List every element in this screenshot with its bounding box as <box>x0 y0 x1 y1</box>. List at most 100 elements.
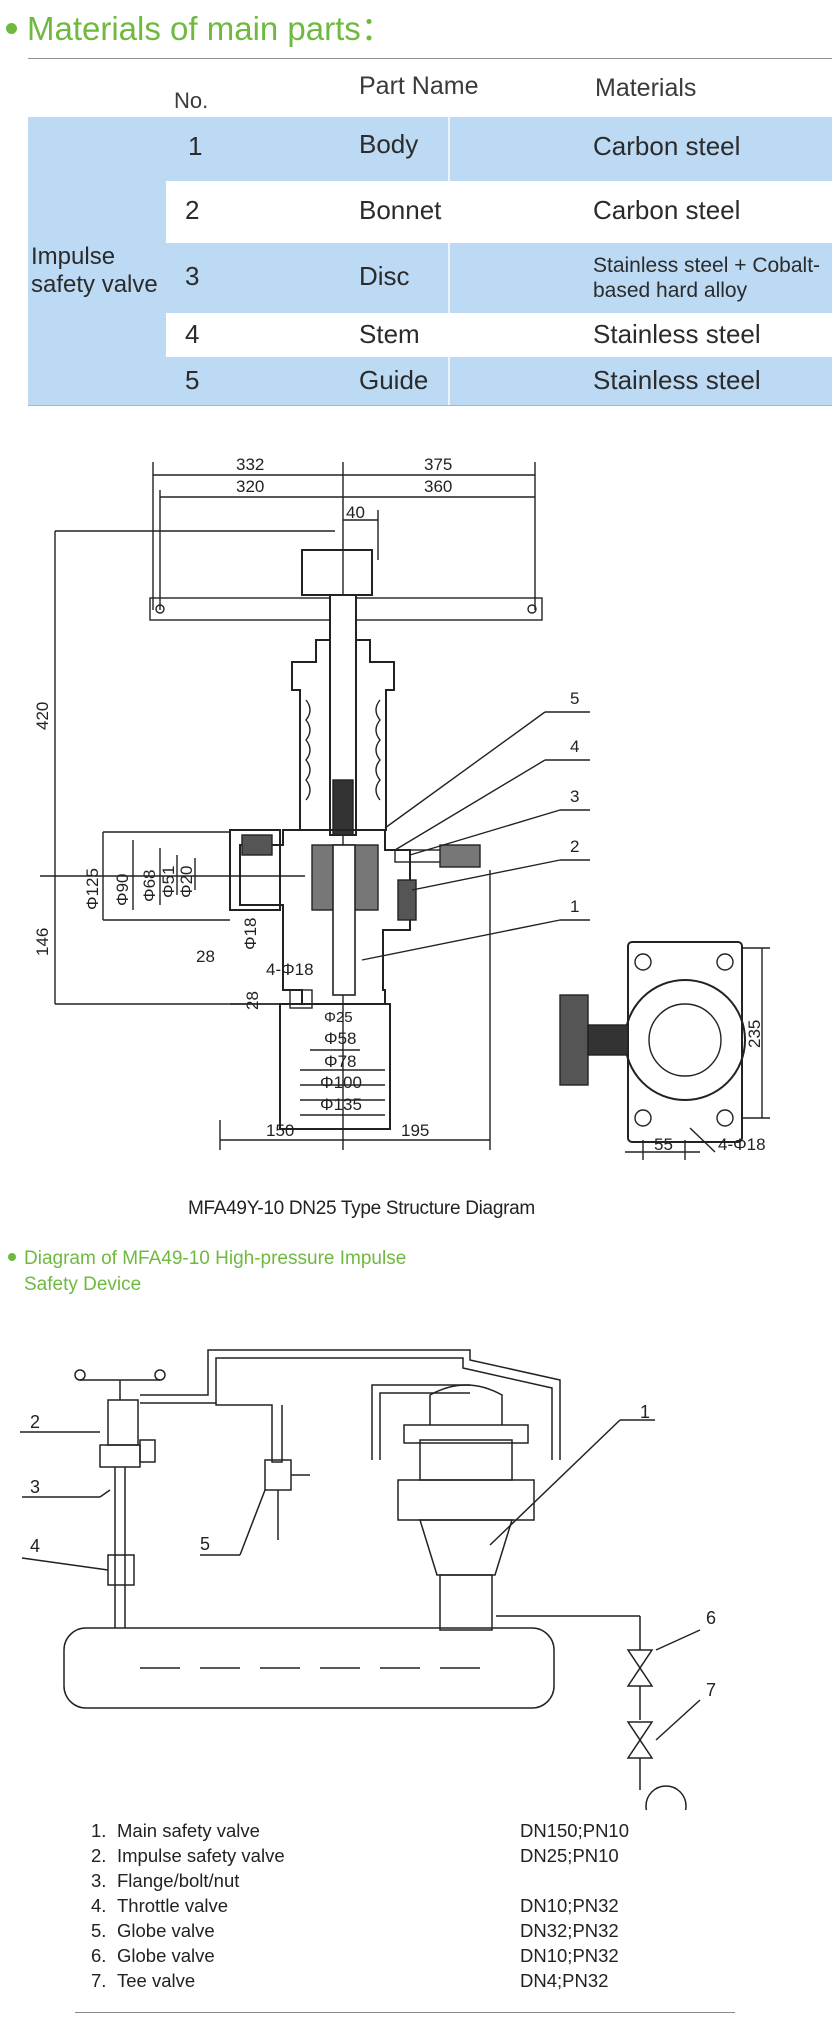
legend-row: 5. Globe valve DN32;PN32 <box>75 1920 745 1945</box>
legend-num: 4. <box>91 1895 107 1916</box>
dim-420: 420 <box>33 702 52 730</box>
dim-phi78: Φ78 <box>324 1052 356 1071</box>
table-body-bg <box>28 117 832 406</box>
device-callout-7: 7 <box>706 1680 716 1700</box>
row-1-material: Carbon steel <box>593 131 741 161</box>
dim-332: 332 <box>236 455 264 474</box>
device-callout-6: 6 <box>706 1608 716 1628</box>
device-callout-4: 4 <box>30 1536 40 1556</box>
legend-row: 3. Flange/bolt/nut <box>75 1870 745 1895</box>
dim-phi90: Φ90 <box>113 874 132 906</box>
header-no: No. <box>174 88 209 113</box>
dim-320: 320 <box>236 477 264 496</box>
dim-phi68: Φ68 <box>140 870 159 902</box>
dim-28-a: 28 <box>196 947 215 966</box>
dim-235: 235 <box>745 1020 764 1048</box>
legend-name: Impulse safety valve <box>117 1845 285 1866</box>
row-3-part: Disc <box>359 261 410 291</box>
materials-table: No. Part Name Materials Impulse safety v… <box>28 60 832 406</box>
legend-num: 1. <box>91 1820 107 1841</box>
legend-num: 7. <box>91 1970 107 1991</box>
legend-row: 6. Globe valve DN10;PN32 <box>75 1945 745 1970</box>
legend-num: 5. <box>91 1920 107 1941</box>
dim-phi18: Φ18 <box>241 918 260 950</box>
row-5-no: 5 <box>185 365 200 395</box>
legend-row: 1. Main safety valve DN150;PN10 <box>75 1820 745 1845</box>
callout-4: 4 <box>570 737 579 756</box>
row-1-part: Body <box>359 129 419 159</box>
legend-name: Main safety valve <box>117 1820 260 1841</box>
dim-phi51: Φ51 <box>159 866 178 898</box>
materials-title-text: Materials of main parts： <box>27 10 394 47</box>
device-title-line2: Safety Device <box>24 1274 142 1295</box>
legend-num: 6. <box>91 1945 107 1966</box>
legend-name: Throttle valve <box>117 1895 229 1916</box>
dim-146: 146 <box>33 928 52 956</box>
dim-40: 40 <box>346 503 365 522</box>
legend-spec: DN4;PN32 <box>520 1970 609 1991</box>
legend-row: 2. Impulse safety valve DN25;PN10 <box>75 1845 745 1870</box>
row-5-material: Stainless steel <box>593 365 761 395</box>
dim-4-phi18: 4-Φ18 <box>266 960 314 979</box>
device-section-title: Diagram of MFA49-10 High-pressure Impuls… <box>8 1246 406 1298</box>
legend-name: Globe valve <box>117 1945 215 1966</box>
legend-bottom-rule <box>75 2012 735 2013</box>
structure-diagram-caption: MFA49Y-10 DN25 Type Structure Diagram <box>188 1198 535 1219</box>
callout-3: 3 <box>570 787 579 806</box>
legend-spec: DN150;PN10 <box>520 1820 630 1841</box>
device-callout-1: 1 <box>640 1402 650 1422</box>
device-title-line1: Diagram of MFA49-10 High-pressure Impuls… <box>24 1248 407 1269</box>
column-divider <box>448 117 450 406</box>
dim-phi20: Φ20 <box>177 866 196 898</box>
header-materials: Materials <box>595 74 697 102</box>
dim-phi135: Φ135 <box>320 1095 362 1114</box>
title-divider <box>28 58 832 59</box>
bullet-dot-icon <box>6 23 17 35</box>
row-2-no: 2 <box>185 195 200 225</box>
legend-spec: DN25;PN10 <box>520 1845 619 1866</box>
legend-spec: DN10;PN32 <box>520 1945 619 1966</box>
dim-phi25: Φ25 <box>324 1009 353 1026</box>
row-2-bg <box>166 181 832 243</box>
row-2-part: Bonnet <box>359 195 442 225</box>
row-3-material: Stainless steel + Cobalt-based hard allo… <box>593 254 821 302</box>
row-3-no: 3 <box>185 261 200 291</box>
legend-row: 7. Tee valve DN4;PN32 <box>75 1970 745 1995</box>
row-2-material: Carbon steel <box>593 195 741 225</box>
row-5-part: Guide <box>359 365 429 395</box>
legend-spec: DN10;PN32 <box>520 1895 619 1916</box>
legend-row: 4. Throttle valve DN10;PN32 <box>75 1895 745 1920</box>
legend-num: 2. <box>91 1845 107 1866</box>
dim-phi100: Φ100 <box>320 1073 362 1092</box>
row-4-bg <box>166 313 832 357</box>
row-1-no: 1 <box>188 131 203 161</box>
device-callout-2: 2 <box>30 1412 40 1432</box>
legend-name: Tee valve <box>117 1970 196 1991</box>
dim-phi58: Φ58 <box>324 1029 356 1048</box>
legend-name: Flange/bolt/nut <box>117 1870 240 1891</box>
device-diagram: 1 2 3 4 5 6 7 <box>20 1349 716 1810</box>
dim-375: 375 <box>424 455 452 474</box>
device-callout-5: 5 <box>200 1534 210 1554</box>
device-callout-3: 3 <box>30 1477 40 1497</box>
dim-phi125: Φ125 <box>83 868 102 910</box>
dim-55: 55 <box>654 1135 673 1154</box>
dim-195: 195 <box>401 1121 429 1140</box>
group-label-impulse-safety-valve: Impulse safety valve <box>31 243 158 298</box>
table-bottom-rule <box>28 405 832 406</box>
dim-150: 150 <box>266 1121 294 1140</box>
callout-2: 2 <box>570 837 579 856</box>
dim-28-b: 28 <box>243 991 262 1010</box>
materials-section-title: Materials of main parts： <box>0 2 394 50</box>
bullet-dot-icon <box>8 1253 16 1262</box>
row-4-no: 4 <box>185 319 200 349</box>
callout-1: 1 <box>570 897 579 916</box>
header-part-name: Part Name <box>359 72 479 100</box>
legend-num: 3. <box>91 1870 107 1891</box>
dim-4-phi18-side: 4-Φ18 <box>718 1135 766 1154</box>
legend-name: Globe valve <box>117 1920 215 1941</box>
legend-spec: DN32;PN32 <box>520 1920 619 1941</box>
callout-5: 5 <box>570 689 579 708</box>
dim-360: 360 <box>424 477 452 496</box>
row-4-material: Stainless steel <box>593 319 761 349</box>
